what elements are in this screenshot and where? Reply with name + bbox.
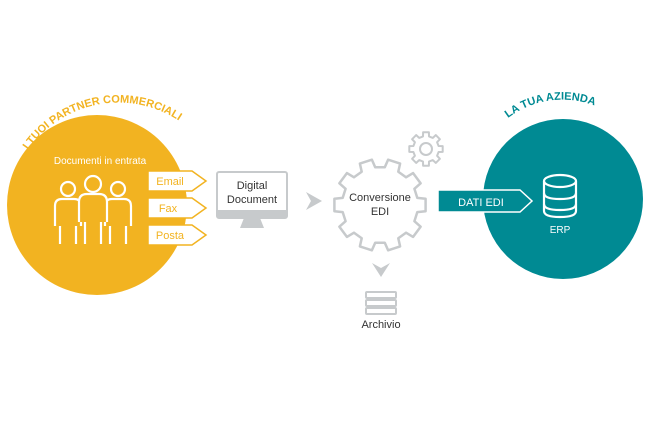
digital-document-line2: Document: [227, 194, 277, 206]
archive-icon: [365, 291, 397, 315]
small-gear-hub: [419, 142, 433, 156]
small-gear-icon: [408, 131, 444, 167]
down-arrow-icon: [372, 263, 390, 277]
channel-tag-posta: Posta: [147, 224, 208, 246]
dati-edi-label: DATI EDI: [458, 197, 504, 209]
gear-outline: [333, 158, 427, 252]
company-arc-title: LA TUA AZIENDA: [503, 91, 598, 121]
channel-tag-email: Email: [147, 170, 208, 192]
archive-label: Archivio: [361, 319, 400, 331]
database-icon: [542, 173, 578, 219]
people-icon: [53, 174, 133, 244]
erp-label: ERP: [550, 225, 571, 236]
channel-label-fax: Fax: [159, 203, 178, 215]
digital-document-line1: Digital: [237, 180, 268, 192]
channel-tag-fax: Fax: [147, 197, 208, 219]
conversion-line1: Conversione: [349, 192, 411, 204]
channel-label-posta: Posta: [156, 230, 185, 242]
arrow-icon: [306, 192, 322, 210]
gear-icon: [333, 158, 427, 252]
dati-edi-arrow: DATI EDI: [437, 189, 534, 213]
conversion-line2: EDI: [371, 206, 389, 218]
monitor-icon: [216, 171, 288, 228]
inbox-label: Documenti in entrata: [54, 156, 147, 167]
channel-label-email: Email: [156, 176, 184, 188]
